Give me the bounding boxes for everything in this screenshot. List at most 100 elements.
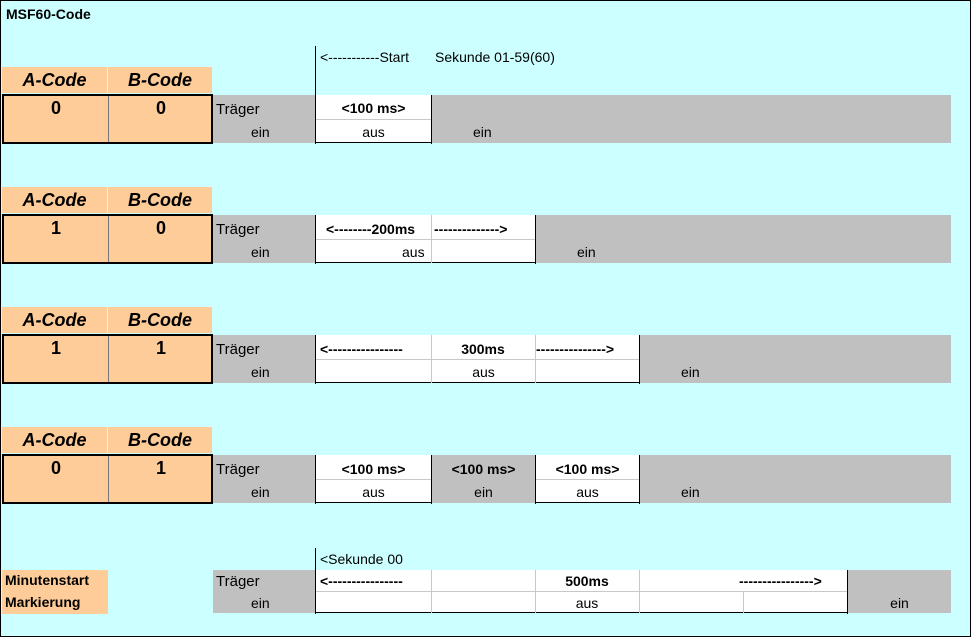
- pulse-end-line: [847, 570, 848, 614]
- carrier-on-segment: ein: [640, 335, 951, 383]
- ein-label: ein: [473, 124, 492, 140]
- pulse-label: <100 ms>: [451, 461, 516, 477]
- pulse-end-line: [431, 95, 432, 144]
- pulse-label-right: --------------->: [536, 341, 615, 357]
- minutenstart-label: Minutenstart: [5, 572, 89, 588]
- pulse-end-line: [639, 455, 640, 504]
- start-label: <-----------Start: [320, 49, 410, 65]
- pulse-start-line: [535, 455, 536, 504]
- ein-label: ein: [577, 244, 596, 260]
- start-marker-line: [315, 46, 316, 144]
- carrier-on-segment: <100 ms> ein: [432, 455, 535, 503]
- ein-label: ein: [681, 364, 700, 380]
- ein-label: ein: [681, 484, 700, 500]
- carrier-off-segment: <100 ms> aus: [316, 95, 431, 143]
- a-code-header: A-Code: [2, 187, 107, 213]
- pulse-end-line: [639, 335, 640, 384]
- traeger-label: Träger: [216, 461, 260, 478]
- ein-label: ein: [890, 595, 909, 611]
- aus-label: aus: [362, 484, 385, 500]
- pulse-start-line: [315, 335, 316, 384]
- pulse-label-mid: 300ms: [461, 341, 505, 357]
- carrier-off-segment: <---------------- 500ms ----------------…: [316, 570, 847, 613]
- aus-label: aus: [402, 244, 425, 260]
- b-code-header: B-Code: [108, 67, 212, 93]
- aus-label: aus: [472, 364, 495, 380]
- traeger-label: Träger: [216, 101, 260, 118]
- carrier-on-segment: Träger ein: [213, 215, 315, 263]
- pulse-end-line: [431, 455, 432, 504]
- ein-label: ein: [251, 244, 270, 260]
- ein-label: ein: [251, 124, 270, 140]
- pulse-label-mid: 500ms: [565, 573, 609, 589]
- carrier-on-segment: Träger ein: [213, 95, 315, 143]
- carrier-off-segment: <100 ms> aus: [316, 455, 431, 503]
- cell-line: [316, 359, 639, 360]
- pulse-label-left: <----------------: [320, 573, 403, 589]
- code-divider: [108, 456, 109, 502]
- code-box: 0 0: [2, 94, 213, 144]
- carrier-off-segment: <---------------- 300ms --------------->…: [316, 335, 639, 383]
- cell-line: [316, 591, 847, 592]
- cell-line: [316, 479, 431, 480]
- carrier-off-segment: <100 ms> aus: [536, 455, 639, 503]
- page-title: MSF60-Code: [6, 6, 91, 22]
- a-code-value: 1: [50, 218, 61, 238]
- minute-marker-label-box: Minutenstart Markierung: [2, 570, 108, 614]
- a-code-value: 0: [50, 458, 61, 478]
- b-code-value: 1: [155, 338, 166, 358]
- code-box: 1 0: [2, 214, 213, 264]
- carrier-on-segment: ein: [640, 455, 951, 503]
- pulse-label: <100 ms>: [341, 100, 406, 116]
- carrier-on-segment: ein: [536, 215, 951, 263]
- pulse-label-left: <--------200ms: [326, 221, 416, 237]
- b-code-value: 0: [155, 98, 166, 118]
- cell-line: [743, 591, 744, 613]
- pulse-label: <100 ms>: [341, 461, 406, 477]
- ein-label: ein: [474, 484, 493, 500]
- cell-line: [316, 239, 535, 240]
- b-code-value: 1: [155, 458, 166, 478]
- minute-start-line: [315, 548, 316, 614]
- pulse-label-left: <----------------: [320, 341, 403, 357]
- cell-line: [316, 119, 431, 120]
- a-code-header: A-Code: [2, 67, 107, 93]
- sekunde-00-label: <Sekunde 00: [320, 551, 403, 567]
- ein-label: ein: [251, 595, 270, 611]
- a-code-value: 1: [50, 338, 61, 358]
- a-code-header: A-Code: [2, 427, 107, 453]
- traeger-label: Träger: [216, 573, 260, 590]
- b-code-value: 0: [155, 218, 166, 238]
- b-code-header: B-Code: [108, 187, 212, 213]
- a-code-header: A-Code: [2, 307, 107, 333]
- b-code-header: B-Code: [108, 307, 212, 333]
- pulse-label-right: ---------------->: [739, 573, 822, 589]
- carrier-on-segment: Träger ein: [213, 455, 315, 503]
- carrier-on-segment: ein: [848, 570, 951, 613]
- traeger-label: Träger: [216, 341, 260, 358]
- carrier-off-segment: <--------200ms --------------> aus: [316, 215, 535, 263]
- ein-label: ein: [251, 484, 270, 500]
- carrier-on-segment: Träger ein: [213, 570, 315, 613]
- pulse-start-line: [315, 215, 316, 264]
- code-box: 1 1: [2, 334, 213, 384]
- pulse-label: <100 ms>: [555, 461, 620, 477]
- pulse-label-right: -------------->: [434, 221, 508, 237]
- code-divider: [108, 336, 109, 382]
- aus-label: aus: [362, 124, 385, 140]
- pulse-end-line: [535, 215, 536, 264]
- sekunde-label: Sekunde 01-59(60): [435, 49, 555, 65]
- markierung-label: Markierung: [5, 594, 81, 610]
- code-box: 0 1: [2, 454, 213, 504]
- a-code-value: 0: [50, 98, 61, 118]
- traeger-label: Träger: [216, 221, 260, 238]
- code-divider: [108, 96, 109, 142]
- b-code-header: B-Code: [108, 427, 212, 453]
- aus-label: aus: [575, 595, 599, 611]
- ein-label: ein: [251, 364, 270, 380]
- code-divider: [108, 216, 109, 262]
- carrier-on-segment: Träger ein: [213, 335, 315, 383]
- carrier-on-segment: ein: [432, 95, 951, 143]
- aus-label: aus: [576, 484, 599, 500]
- pulse-start-line: [315, 455, 316, 504]
